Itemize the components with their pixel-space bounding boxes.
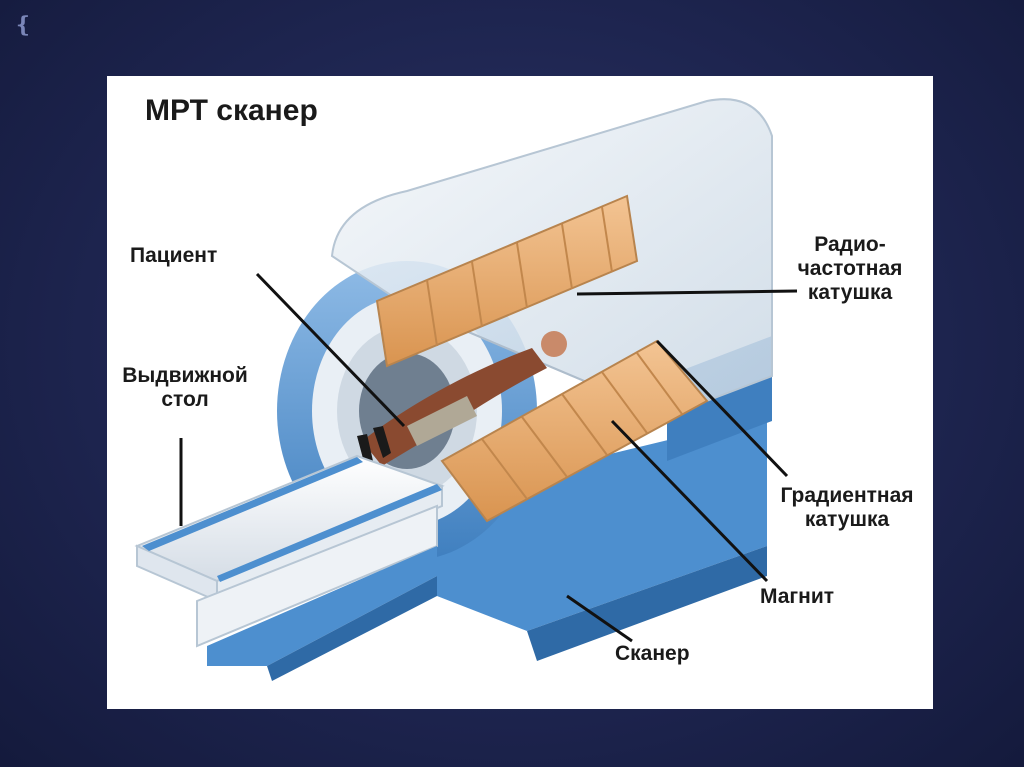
label-magnet: Магнит — [760, 585, 834, 609]
label-scanner: Сканер — [615, 642, 690, 666]
corner-bracket-icon: ❴ — [14, 14, 32, 36]
diagram-title: МРТ сканер — [145, 94, 318, 128]
label-sliding-table: Выдвижной стол — [115, 364, 255, 412]
diagram-panel: МРТ сканер Пациент Выдвижной стол Радио-… — [107, 76, 933, 709]
sliding-table — [137, 456, 442, 681]
label-gradient-coil: Градиентная катушка — [764, 484, 930, 532]
label-rf-coil: Радио- частотная катушка — [785, 233, 915, 305]
label-patient: Пациент — [130, 244, 217, 268]
